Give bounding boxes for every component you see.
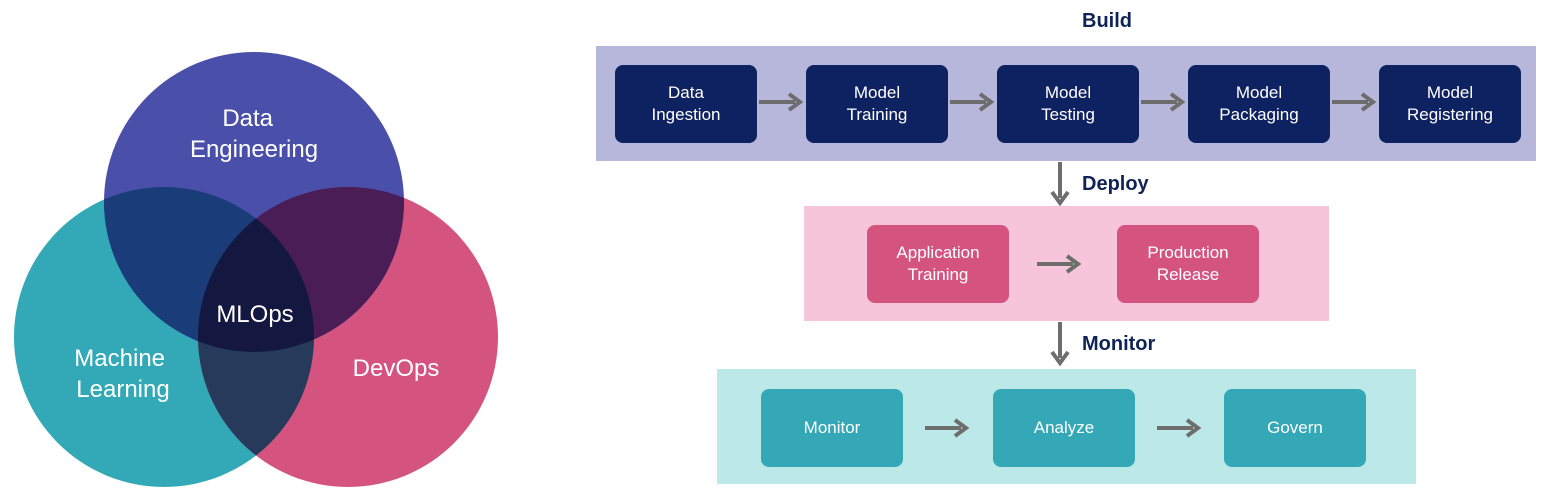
step-line1: Model [1044,83,1092,102]
arrow-right-icon [1141,92,1186,112]
step-line1: Application [896,243,980,262]
step-line2: Training [907,265,969,284]
arrow-right-icon [759,92,804,112]
step-monitor: Monitor [761,389,903,467]
step-line1: Monitor [803,418,861,437]
arrow-right-icon [1332,92,1377,112]
section-title-build: Build [1082,10,1132,32]
venn-label-machine-learning: Machine Learning [74,345,171,403]
venn-label-devops: DevOps [353,355,440,382]
step-line2: Packaging [1219,105,1299,124]
step-line2: Training [846,105,908,124]
step-line2: Testing [1041,105,1095,124]
step-line2: Ingestion [651,105,721,124]
step-line1: Data [668,83,704,102]
step-line1: Model [853,83,901,102]
step-line2: Registering [1407,105,1493,124]
step-line2: Release [1156,265,1220,284]
arrow-right-icon [1157,418,1202,438]
step-line1: Model [1426,83,1474,102]
arrow-down-icon [1050,322,1070,366]
venn-label-mlops: MLOps [216,301,293,328]
step-govern: Govern [1224,389,1366,467]
arrow-right-icon [950,92,995,112]
step-line1: Analyze [1033,418,1095,437]
arrow-right-icon [1037,254,1082,274]
step-line1: Production [1147,243,1229,262]
arrow-right-icon [925,418,970,438]
section-title-monitor: Monitor [1082,333,1156,355]
venn-label-data-engineering: Data Engineering [190,105,318,163]
step-line1: Model [1235,83,1283,102]
step-line1: Govern [1267,418,1323,437]
venn-overlap-all [198,187,314,352]
section-title-deploy: Deploy [1082,173,1149,195]
mlops-venn-diagram: Data Engineering Machine Learning DevOps… [14,52,498,487]
step-analyze: Analyze [993,389,1135,467]
arrow-down-icon [1050,162,1070,206]
